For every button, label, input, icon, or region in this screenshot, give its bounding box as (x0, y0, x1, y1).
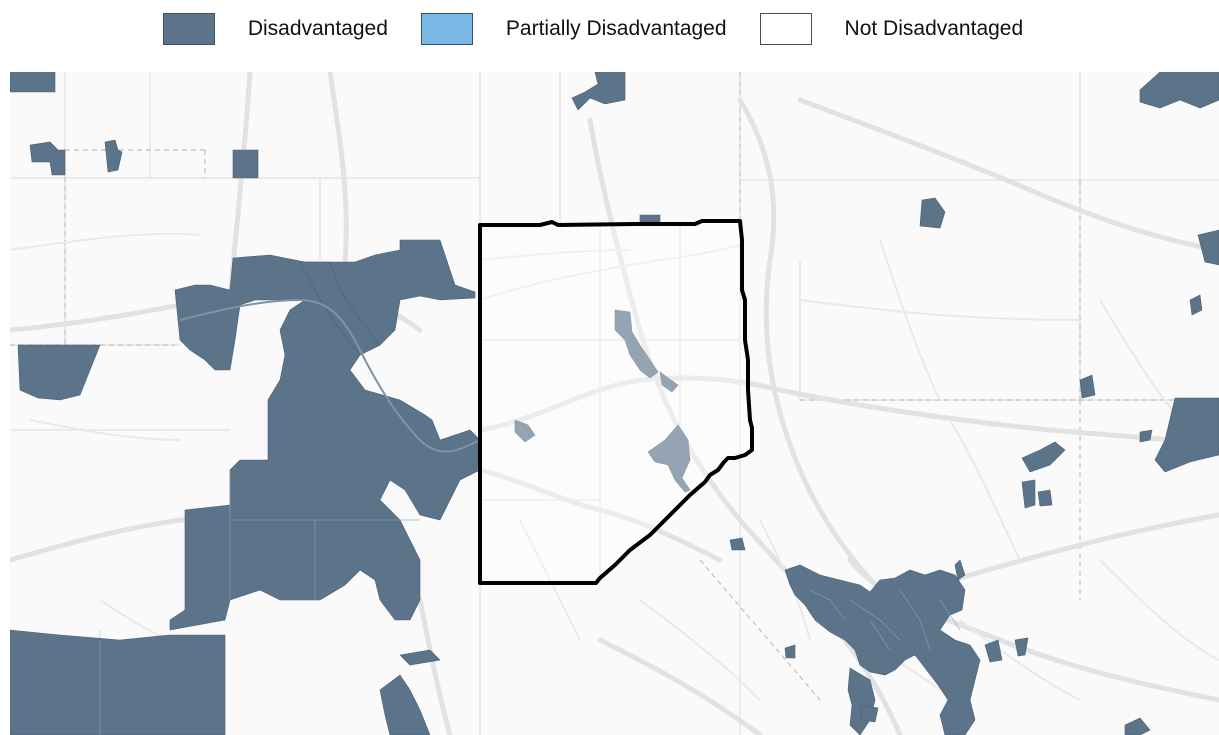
legend-label-not-disadvantaged: Not Disadvantaged (844, 17, 1024, 40)
disadvantaged-tract (1197, 229, 1219, 266)
disadvantaged-tract (1139, 72, 1219, 109)
legend-swatch-partially-disadvantaged (420, 13, 473, 45)
disadvantaged-tract (659, 371, 679, 393)
disadvantaged-tract (514, 419, 536, 443)
disadvantaged-areas (10, 72, 1219, 735)
map-canvas[interactable] (10, 72, 1219, 735)
disadvantaged-tract (984, 639, 1003, 663)
disadvantaged-tract (859, 704, 879, 723)
legend-swatch-disadvantaged (162, 13, 215, 45)
disadvantaged-tract (919, 197, 946, 229)
legend-label-partially-disadvantaged: Partially Disadvantaged (505, 17, 727, 40)
map-svg (10, 72, 1219, 735)
legend-item-not-disadvantaged: Not Disadvantaged (759, 13, 1057, 45)
disadvantaged-tract-lines (99, 470, 961, 735)
disadvantaged-tract (647, 424, 691, 493)
selection-outline[interactable] (478, 219, 754, 585)
disadvantaged-tract (614, 309, 659, 379)
legend-swatch-not-disadvantaged (759, 13, 812, 45)
disadvantaged-tract (1154, 397, 1219, 473)
disadvantaged-tract (1139, 429, 1153, 443)
disadvantaged-tract (729, 537, 746, 551)
river (179, 298, 481, 453)
disadvantaged-tract (1079, 374, 1096, 399)
disadvantaged-tract (379, 674, 431, 735)
disadvantaged-tract (299, 261, 381, 356)
disadvantaged-tract (639, 214, 661, 223)
disadvantaged-tract (954, 559, 966, 581)
disadvantaged-tract (17, 344, 101, 401)
disadvantaged-tract (104, 139, 123, 173)
disadvantaged-tract (29, 141, 66, 176)
minor-roads (10, 232, 1219, 701)
disadvantaged-tract (1037, 489, 1053, 507)
disadvantaged-tract (169, 239, 481, 631)
map-legend: Disadvantaged Partially Disadvantaged No… (0, 0, 1219, 58)
disadvantaged-tract (1021, 441, 1066, 473)
disadvantaged-tract (571, 72, 626, 111)
disadvantaged-tract (10, 629, 226, 735)
disadvantaged-tract (399, 649, 441, 666)
disadvantaged-tract (784, 564, 981, 735)
disadvantaged-tract (1014, 637, 1029, 657)
disadvantaged-tract (1124, 717, 1151, 735)
legend-item-disadvantaged: Disadvantaged (162, 13, 421, 45)
disadvantaged-tract (784, 644, 796, 659)
disadvantaged-tract (1189, 294, 1203, 316)
disadvantaged-tract (10, 72, 56, 93)
legend-label-disadvantaged: Disadvantaged (247, 17, 388, 40)
disadvantaged-tract (1021, 479, 1036, 509)
disadvantaged-tract (232, 149, 259, 179)
legend-item-partially-disadvantaged: Partially Disadvantaged (420, 13, 760, 45)
